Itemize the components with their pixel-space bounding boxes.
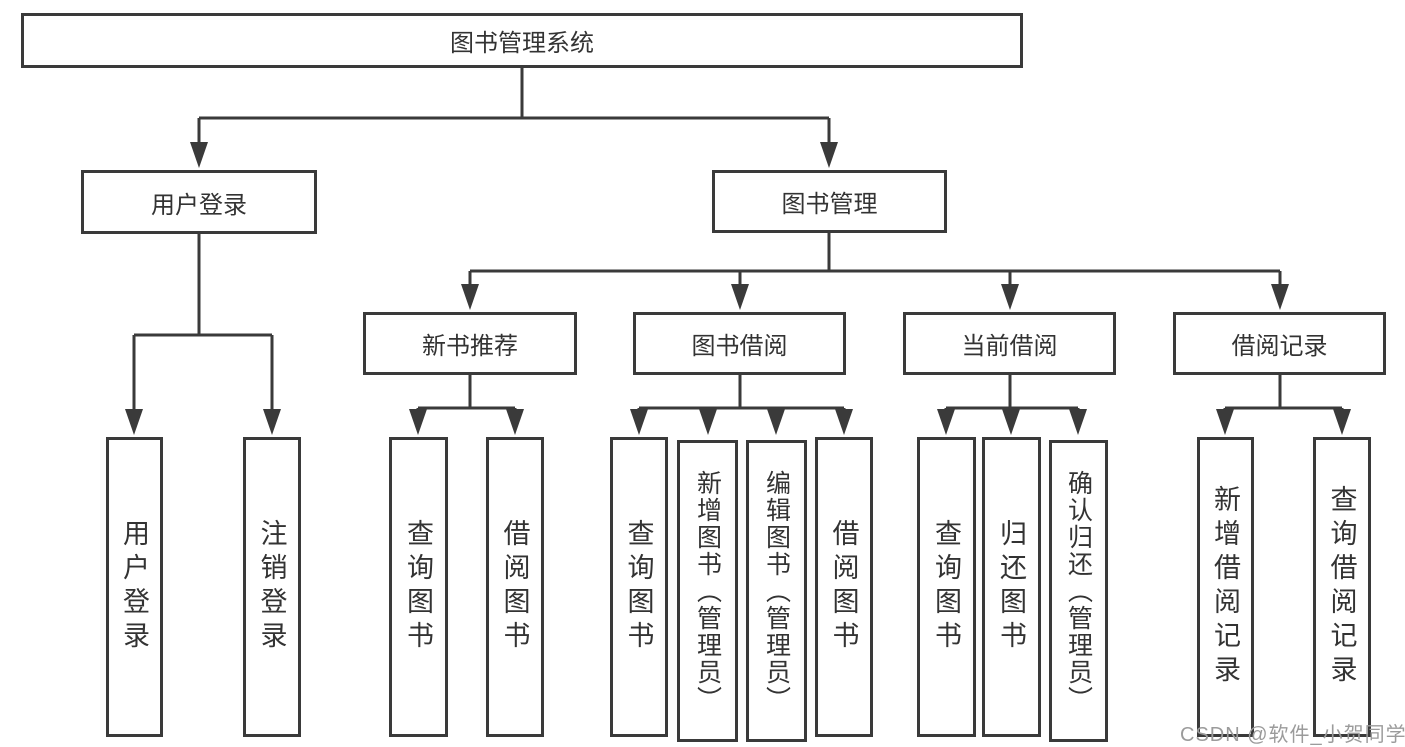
node-borrow-records-label: 借阅记录: [1231, 333, 1328, 360]
leaf-query-books-recommend-label: 查询图书: [403, 519, 433, 655]
node-root-label: 图书管理系统: [450, 30, 594, 57]
node-book-management: 图书管理: [712, 170, 947, 233]
node-new-book-recommend: 新书推荐: [363, 312, 577, 375]
leaf-logout-label: 注销登录: [256, 519, 287, 655]
leaf-query-borrow-record: 查询借阅记录: [1313, 437, 1371, 737]
node-book-borrow-label: 图书借阅: [691, 333, 788, 360]
leaf-logout: 注销登录: [243, 437, 301, 737]
leaf-borrow-books-recommend: 借阅图书: [486, 437, 544, 737]
leaf-borrow-books: 借阅图书: [815, 437, 873, 737]
leaf-borrow-books-label: 借阅图书: [828, 519, 859, 655]
node-user-login: 用户登录: [81, 170, 317, 234]
leaf-query-books-recommend: 查询图书: [389, 437, 448, 737]
leaf-add-book-admin-label: 新增图书（管理员）: [693, 469, 722, 713]
leaf-user-login: 用户登录: [106, 437, 163, 737]
node-user-login-label: 用户登录: [151, 191, 247, 219]
leaf-borrow-books-recommend-label: 借阅图书: [499, 519, 530, 655]
node-borrow-records: 借阅记录: [1173, 312, 1386, 375]
leaf-query-borrow-record-label: 查询借阅记录: [1326, 485, 1357, 689]
leaf-confirm-return-admin: 确认归还（管理员）: [1049, 440, 1108, 742]
leaf-confirm-return-admin-label: 确认归还（管理员）: [1064, 469, 1093, 713]
node-current-borrow-label: 当前借阅: [961, 333, 1058, 360]
node-current-borrow: 当前借阅: [903, 312, 1116, 375]
leaf-edit-book-admin: 编辑图书（管理员）: [746, 440, 807, 742]
leaf-user-login-label: 用户登录: [119, 519, 149, 655]
csdn-watermark: CSDN @软件_小贺同学: [1180, 724, 1405, 746]
leaf-query-books-borrow-label: 查询图书: [623, 519, 654, 655]
arrowhead-icons: [125, 142, 1351, 435]
leaf-query-books-current: 查询图书: [917, 437, 976, 737]
node-new-book-recommend-label: 新书推荐: [422, 333, 518, 360]
leaf-edit-book-admin-label: 编辑图书（管理员）: [762, 469, 791, 713]
leaf-return-books: 归还图书: [982, 437, 1041, 737]
leaf-return-books-label: 归还图书: [996, 519, 1026, 655]
leaf-add-borrow-record-label: 新增借阅记录: [1210, 485, 1240, 689]
node-book-borrow: 图书借阅: [633, 312, 846, 375]
leaf-query-books-borrow: 查询图书: [610, 437, 668, 737]
node-book-management-label: 图书管理: [781, 191, 878, 218]
leaf-query-books-current-label: 查询图书: [931, 519, 961, 655]
leaf-add-book-admin: 新增图书（管理员）: [677, 440, 738, 742]
node-root: 图书管理系统: [21, 13, 1023, 68]
leaf-add-borrow-record: 新增借阅记录: [1197, 437, 1254, 737]
